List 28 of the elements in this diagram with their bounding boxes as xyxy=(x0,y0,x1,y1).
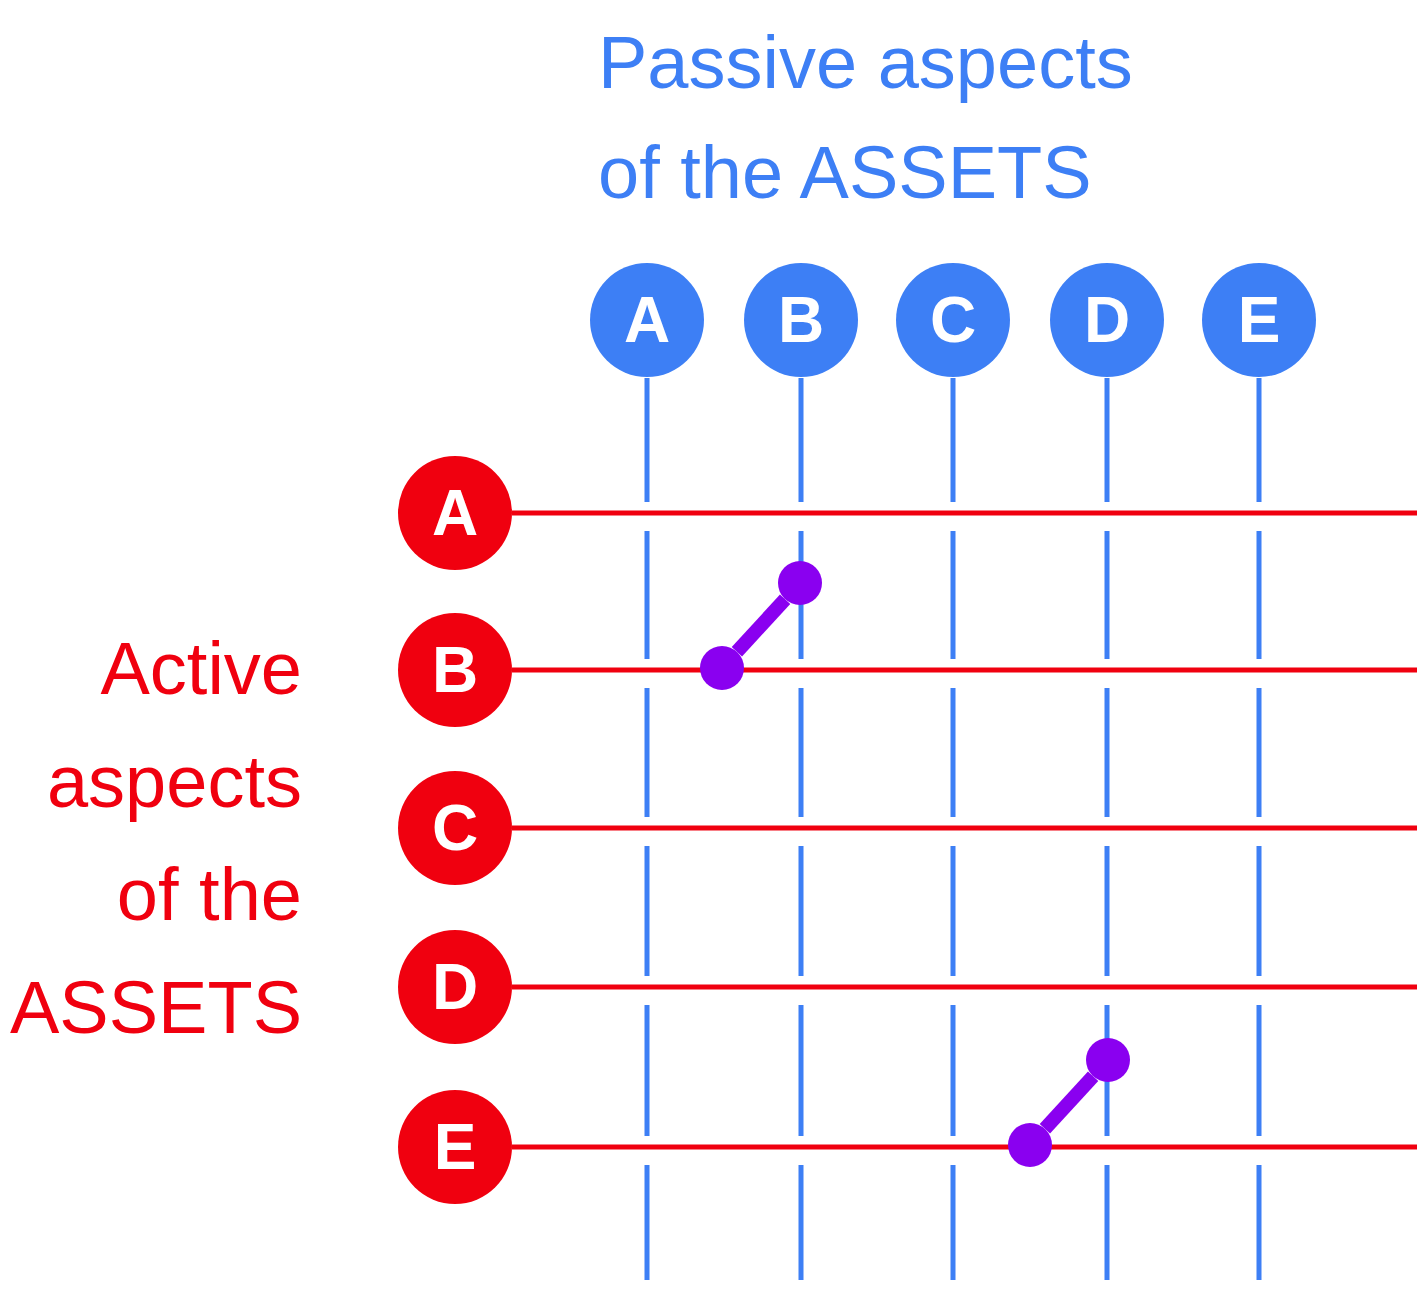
letter-circle: E xyxy=(1202,263,1316,377)
letter-circle: A xyxy=(398,456,512,570)
connector-line xyxy=(1039,1071,1099,1134)
grid-line xyxy=(512,667,1417,673)
connector-line xyxy=(731,594,791,657)
grid-line xyxy=(644,375,650,1283)
grid-line xyxy=(512,1144,1417,1150)
letter-circle: C xyxy=(896,263,1010,377)
title: Passive aspects of the ASSETS xyxy=(598,20,1134,216)
grid-line xyxy=(798,375,804,1283)
grid-line xyxy=(1256,375,1262,1283)
connection-dot xyxy=(1086,1038,1130,1082)
letter-circle: C xyxy=(398,771,512,885)
grid-line xyxy=(512,510,1417,516)
letter-circle: D xyxy=(1050,263,1164,377)
grid-line xyxy=(512,825,1417,831)
grid-line xyxy=(1104,375,1110,1283)
letter-circle: B xyxy=(744,263,858,377)
letter-circle: A xyxy=(590,263,704,377)
side-label: Active aspects of the ASSETS xyxy=(9,626,302,1051)
letter-circle: D xyxy=(398,930,512,1044)
grid-line xyxy=(950,375,956,1283)
connection-dot xyxy=(1008,1123,1052,1167)
connection-dot xyxy=(700,646,744,690)
letter-circle: B xyxy=(398,613,512,727)
grid-line xyxy=(512,984,1417,990)
connection-dot xyxy=(778,561,822,605)
letter-circle: E xyxy=(398,1090,512,1204)
